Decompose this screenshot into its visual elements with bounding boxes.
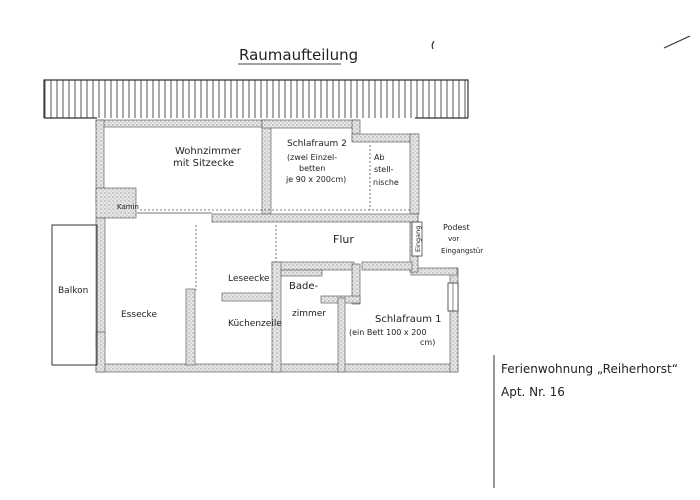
room-balkon: Balkon <box>58 286 88 296</box>
room-abstellnische-1: Ab <box>374 153 385 162</box>
walls <box>95 119 459 373</box>
label-podest-2: vor <box>448 235 459 243</box>
entrance-label: Eingang <box>414 226 422 252</box>
room-badezimmer-2: zimmer <box>292 309 326 319</box>
caption-apartment-number: Apt. Nr. 16 <box>501 385 565 399</box>
room-badezimmer: Bade- <box>289 281 318 292</box>
room-schlafraum1-note1: (ein Bett 100 x 200 <box>349 328 426 337</box>
room-schlafraum1-note2: cm) <box>420 338 435 347</box>
room-kuechenzeile: Küchenzeile <box>228 319 282 329</box>
room-schlafraum2-note3: je 90 x 200cm) <box>285 175 346 184</box>
balcony <box>51 224 98 366</box>
label-kamin: Kamin <box>117 203 139 211</box>
entrance-door: Eingang <box>411 221 423 257</box>
plan-title: Raumaufteilung <box>239 46 358 64</box>
caption-apartment-name: Ferienwohnung „Reiherhorst“ <box>501 362 678 376</box>
roof-hatch <box>43 79 469 119</box>
scan-mark <box>431 40 435 50</box>
room-wohnzimmer: Wohnzimmer <box>175 146 242 157</box>
room-abstellnische-3: nische <box>373 178 399 187</box>
label-podest: Podest <box>443 223 470 232</box>
room-flur: Flur <box>333 233 354 246</box>
label-podest-3: Eingangstür <box>441 247 483 255</box>
room-leseecke: Leseecke <box>228 274 270 284</box>
room-abstellnische-2: stell- <box>374 165 394 174</box>
room-schlafraum2-note2: betten <box>299 164 325 173</box>
room-wohnzimmer-sub: mit Sitzecke <box>173 158 234 169</box>
room-schlafraum2-note1: (zwei Einzel- <box>287 153 337 162</box>
dashed-lines <box>140 145 410 290</box>
room-schlafraum2: Schlafraum 2 <box>287 139 347 149</box>
window-schlafraum1 <box>447 282 459 312</box>
room-essecke: Essecke <box>121 310 157 320</box>
room-schlafraum1: Schlafraum 1 <box>375 314 441 325</box>
scan-mark <box>663 35 691 49</box>
